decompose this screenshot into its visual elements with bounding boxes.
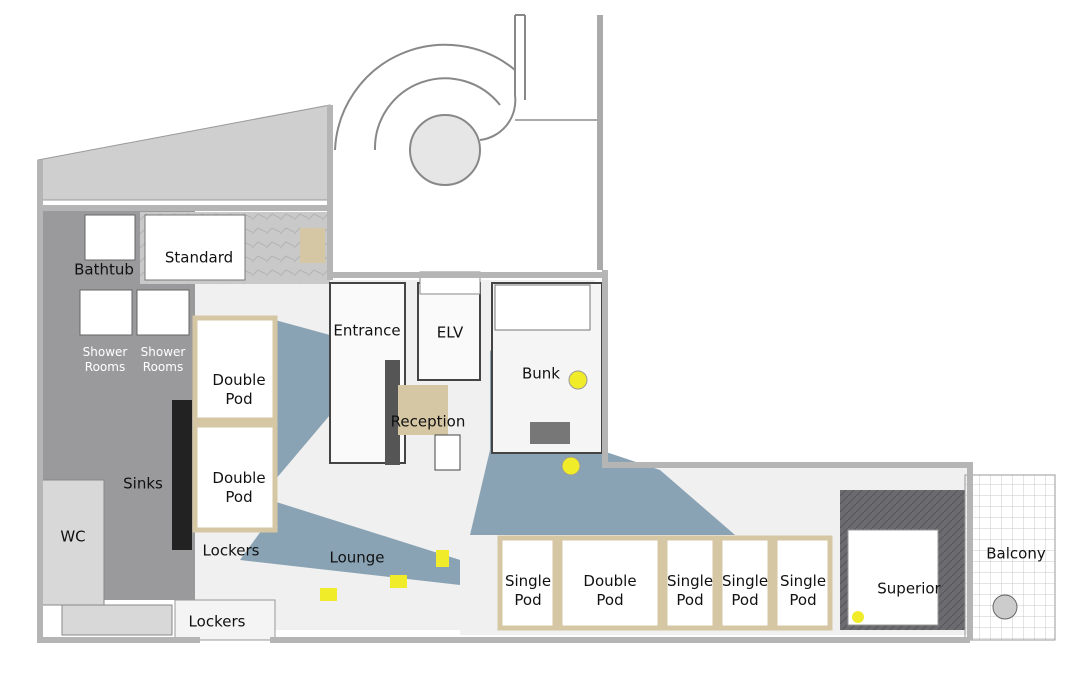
- room-label-standard: Standard: [164, 248, 234, 267]
- room-label-shower-rooms: Shower Rooms: [82, 345, 128, 374]
- spiral-staircase: [334, 14, 526, 186]
- room-label-single-pod: Single Pod: [721, 572, 769, 609]
- room-label-elv: ELV: [436, 323, 464, 342]
- room-label-wc: WC: [60, 527, 86, 546]
- room-label-lounge: Lounge: [329, 548, 385, 567]
- lounge-floor-left: [275, 320, 330, 480]
- double-pod-1-box: [192, 315, 278, 423]
- light-icon: [568, 370, 588, 390]
- room-label-superior: Superior: [877, 579, 941, 598]
- room-label-reception: Reception: [390, 412, 466, 431]
- room-label-single-pod: Single Pod: [666, 572, 714, 609]
- room-label-balcony: Balcony: [986, 544, 1046, 563]
- room-label-bathtub: Bathtub: [74, 260, 134, 279]
- room-label-double-pod: Double Pod: [583, 572, 637, 609]
- room-label-sinks: Sinks: [123, 474, 163, 493]
- room-label-entrance: Entrance: [333, 321, 401, 340]
- room-label-single-pod: Single Pod: [504, 572, 552, 609]
- room-label-lockers: Lockers: [202, 541, 260, 560]
- walls: [37, 105, 973, 643]
- double-pod-2-box: [192, 422, 278, 533]
- room-label-double-pod: Double Pod: [212, 371, 266, 408]
- room-label-lockers: Lockers: [188, 612, 246, 631]
- room-label-shower-rooms: Shower Rooms: [140, 345, 186, 374]
- light-icon: [561, 456, 581, 476]
- room-label-single-pod: Single Pod: [779, 572, 827, 609]
- room-label-double-pod: Double Pod: [212, 469, 266, 506]
- room-label-bunk: Bunk: [522, 364, 560, 383]
- pod-row: [497, 535, 833, 631]
- roof-area: [37, 104, 331, 201]
